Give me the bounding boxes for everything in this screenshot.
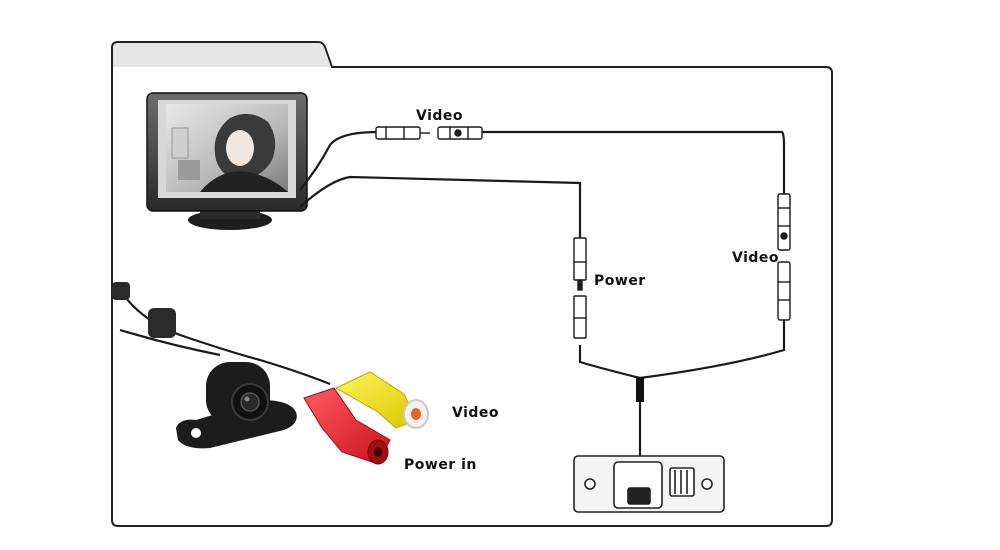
camera-power-label: Power in <box>404 457 477 473</box>
monitor-icon <box>146 92 308 230</box>
right-video-connector <box>777 193 791 321</box>
license-plate-light-icon <box>573 455 725 513</box>
camera-icon <box>112 282 297 449</box>
monitor-video-label: Video <box>416 108 464 124</box>
power-connector <box>573 237 587 339</box>
video-connector-pair <box>375 126 483 140</box>
camera-video-label: Video <box>452 405 500 421</box>
cable-junction <box>636 378 644 402</box>
power-label: Power <box>594 273 646 289</box>
camera-video-plug <box>334 371 429 429</box>
right-video-label: Video <box>732 250 780 266</box>
camera-power-plug <box>303 387 391 465</box>
